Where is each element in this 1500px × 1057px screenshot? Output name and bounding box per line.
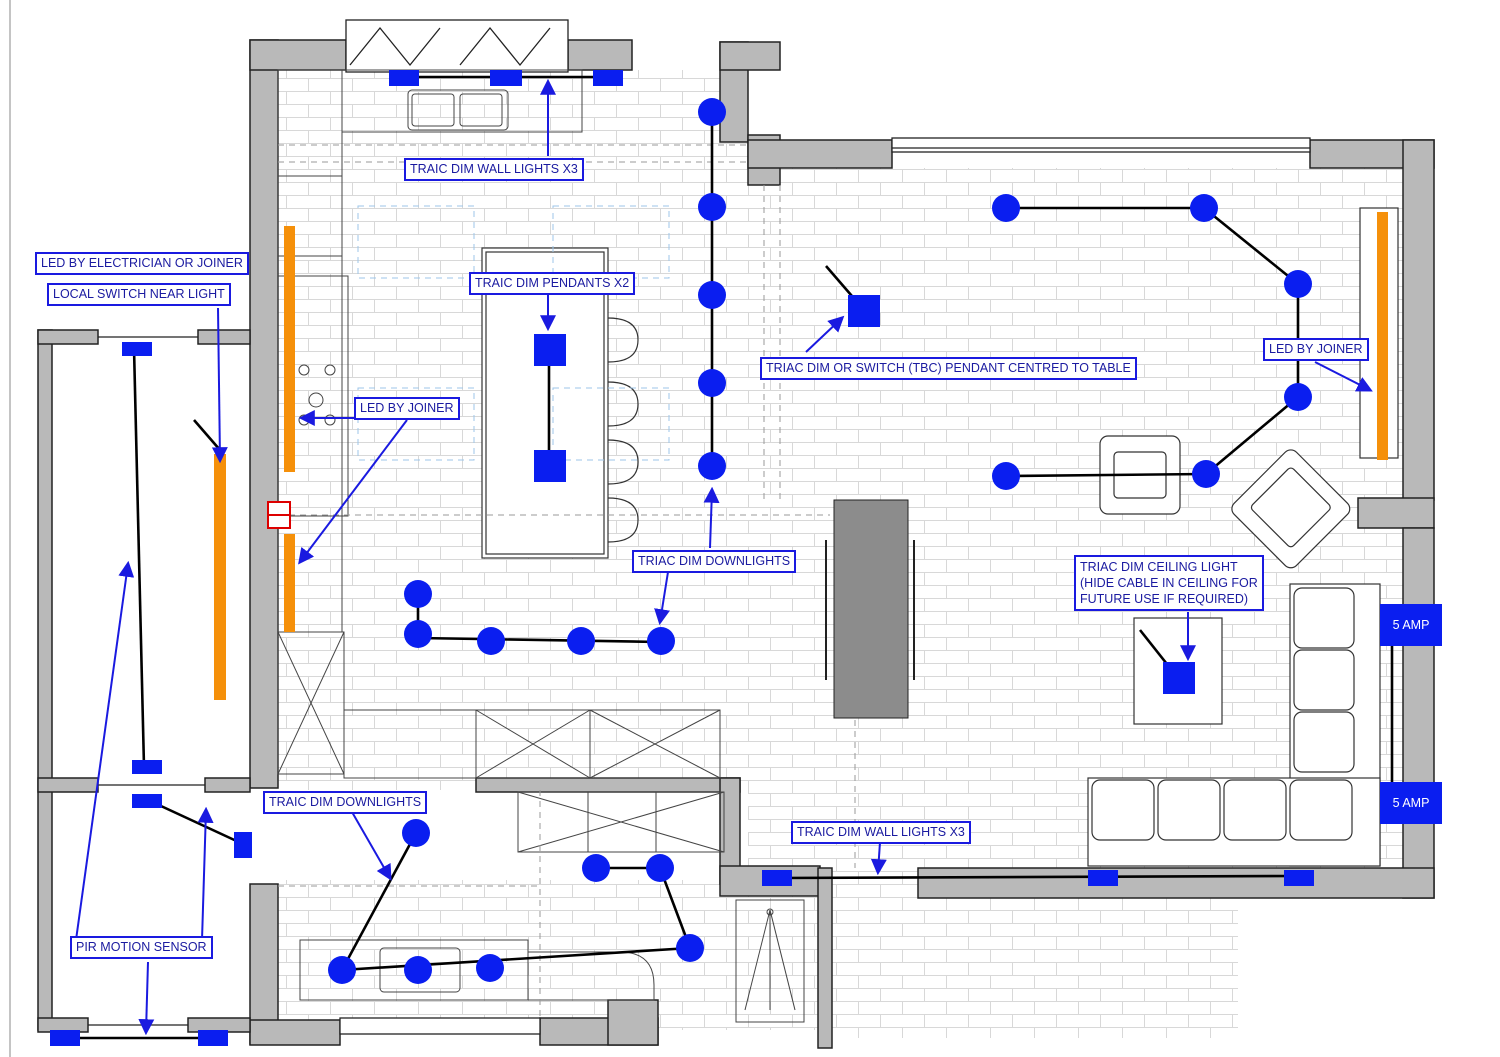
downlight — [698, 98, 726, 126]
living-furniture — [1087, 207, 1399, 867]
led-strip-kitchen-upper — [284, 226, 295, 472]
hall-light — [132, 760, 162, 774]
wall-light — [593, 70, 623, 86]
electrical-box — [267, 501, 291, 529]
kitchen-island — [481, 247, 639, 559]
downlight — [404, 620, 432, 648]
downlight — [328, 956, 356, 984]
downlight — [992, 194, 1020, 222]
hall-light — [50, 1030, 80, 1046]
downlight — [402, 819, 430, 847]
downlight — [404, 580, 432, 608]
downlight — [567, 627, 595, 655]
downlight — [582, 854, 610, 882]
walls — [37, 39, 1435, 1049]
downlight — [476, 954, 504, 982]
wall-light — [762, 870, 792, 886]
annotation-arrows — [75, 78, 1373, 1036]
wall-light — [1088, 870, 1118, 886]
downlight — [1284, 383, 1312, 411]
downlight — [1192, 460, 1220, 488]
downlight — [1284, 270, 1312, 298]
windows — [88, 19, 1311, 1035]
downlight — [477, 627, 505, 655]
led-strip-hall — [214, 454, 226, 700]
label-led-by-electrician: LED BY ELECTRICIAN OR JOINER — [35, 252, 249, 275]
label-local-switch: LOCAL SWITCH NEAR LIGHT — [47, 283, 231, 306]
label-traic-downlights-lower: TRAIC DIM DOWNLIGHTS — [263, 791, 428, 814]
hall-light — [198, 1030, 228, 1046]
socket-5-amp-top: 5 AMP — [1380, 604, 1442, 646]
downlight — [698, 452, 726, 480]
label-led-by-joiner-living: LED BY JOINER — [1263, 338, 1369, 361]
pendant — [534, 450, 566, 482]
label-traic-wall-lights-bottom: TRAIC DIM WALL LIGHTS X3 — [791, 821, 971, 844]
hall-light — [132, 794, 162, 808]
led-strips — [214, 212, 1388, 700]
hall-light — [122, 342, 152, 356]
kitchen-units — [277, 69, 805, 1023]
label-triac-ceiling-light: TRIAC DIM CEILING LIGHT (HIDE CABLE IN C… — [1074, 555, 1264, 611]
downlight — [646, 854, 674, 882]
wall-light — [490, 70, 522, 86]
label-traic-pendants: TRAIC DIM PENDANTS X2 — [469, 272, 636, 295]
wall-light — [389, 70, 419, 86]
pendant — [534, 334, 566, 366]
light-fittings — [50, 70, 1314, 1046]
led-strip-kitchen-lower — [284, 534, 295, 632]
downlight — [992, 462, 1020, 490]
label-led-by-joiner-kitchen: LED BY JOINER — [354, 397, 460, 420]
downlight — [698, 281, 726, 309]
downlight — [1190, 194, 1218, 222]
table-pendant — [848, 295, 880, 327]
wall-light — [1284, 870, 1314, 886]
pir-sensor — [234, 832, 252, 858]
downlight — [404, 956, 432, 984]
downlight — [698, 193, 726, 221]
dining-table — [825, 499, 915, 719]
downlight — [647, 627, 675, 655]
socket-5-amp-bottom: 5 AMP — [1380, 782, 1442, 824]
downlight — [676, 934, 704, 962]
led-strip-living — [1377, 212, 1388, 460]
downlight — [698, 369, 726, 397]
label-pir-sensor: PIR MOTION SENSOR — [70, 936, 213, 959]
label-triac-downlights: TRIAC DIM DOWNLIGHTS — [632, 550, 797, 573]
label-traic-wall-lights-top: TRAIC DIM WALL LIGHTS X3 — [404, 158, 584, 181]
label-triac-pendant-table: TRIAC DIM OR SWITCH (TBC) PENDANT CENTRE… — [760, 357, 1137, 380]
ceiling-light — [1163, 662, 1195, 694]
